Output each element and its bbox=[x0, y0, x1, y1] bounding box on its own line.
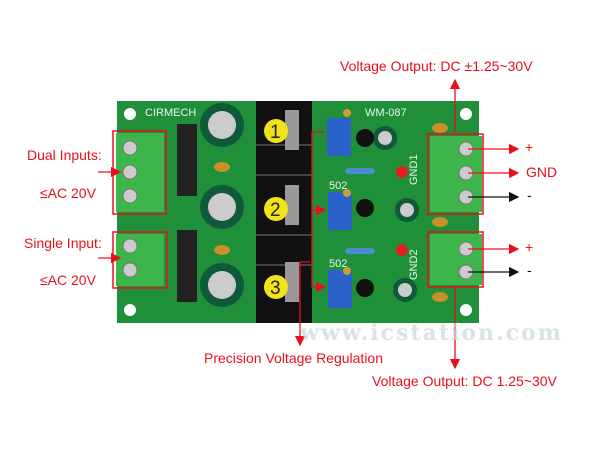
brand-text: CIRMECH bbox=[145, 107, 196, 119]
watermark: www.icstation.com bbox=[300, 320, 564, 346]
out2-plus: + bbox=[525, 239, 534, 255]
terminal-screws bbox=[122, 140, 474, 280]
ground-arrows bbox=[468, 191, 520, 278]
heatsink-fins bbox=[256, 144, 312, 266]
pot-code: 502 bbox=[329, 180, 347, 192]
single-ac-label: ≤AC 20V bbox=[40, 272, 96, 288]
pot-code: 502 bbox=[329, 258, 347, 270]
model-text: WM-087 bbox=[365, 107, 407, 119]
regulator-markers: 1 2 3 bbox=[264, 119, 288, 299]
top-output-label: Voltage Output: DC ±1.25~30V bbox=[340, 58, 533, 74]
marker-3: 3 bbox=[270, 278, 281, 299]
single-input-label: Single Input: bbox=[24, 235, 102, 251]
annotation-arrows bbox=[98, 78, 520, 370]
regulators bbox=[285, 110, 299, 302]
rectifier-1 bbox=[177, 124, 197, 196]
out2-minus: - bbox=[527, 262, 532, 278]
bottom-output-label: Voltage Output: DC 1.25~30V bbox=[372, 373, 557, 389]
marker-2: 2 bbox=[270, 200, 281, 221]
marker-1: 1 bbox=[270, 122, 281, 143]
mounting-holes bbox=[124, 108, 472, 316]
capacitors bbox=[200, 103, 448, 307]
dual-ac-label: ≤AC 20V bbox=[40, 185, 96, 201]
out1-plus: + bbox=[525, 139, 534, 155]
gnd2-silk: GND2 bbox=[408, 249, 420, 280]
rectifier-2 bbox=[177, 230, 197, 302]
dual-inputs-label: Dual Inputs: bbox=[27, 147, 102, 163]
out1-gnd: GND bbox=[526, 164, 558, 180]
resistors-leds bbox=[345, 166, 408, 256]
gnd1-silk: GND1 bbox=[408, 154, 420, 185]
out1-minus: - bbox=[527, 187, 532, 203]
potentiometers: 502 502 bbox=[327, 109, 352, 308]
precision-label: Precision Voltage Regulation bbox=[204, 350, 384, 366]
